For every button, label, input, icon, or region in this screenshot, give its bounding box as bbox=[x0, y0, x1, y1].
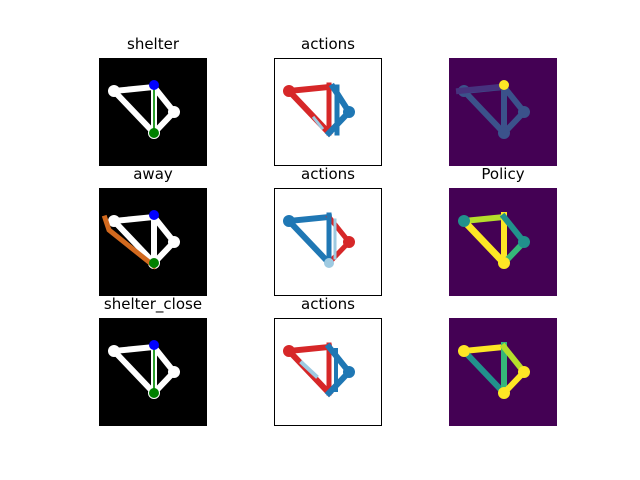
panel-actions bbox=[274, 188, 382, 296]
action-diag-light bbox=[299, 360, 319, 379]
panel-route bbox=[99, 318, 207, 426]
action-node-bottom bbox=[324, 258, 334, 268]
policy-node-right bbox=[518, 366, 530, 378]
action-diag-light bbox=[311, 115, 325, 131]
policy-node-bottom bbox=[498, 387, 510, 399]
action-node-right bbox=[343, 366, 355, 378]
goal-marker bbox=[149, 128, 159, 138]
policy-node-right bbox=[518, 236, 530, 248]
goal-marker bbox=[149, 258, 159, 268]
policy-top bbox=[460, 213, 508, 225]
panel-title: actions bbox=[301, 295, 355, 313]
maze-diag-edge bbox=[109, 86, 159, 138]
action-node-right bbox=[343, 106, 355, 118]
policy-diag-edge bbox=[459, 86, 509, 138]
maze-node-right bbox=[168, 366, 180, 378]
maze-diag-edge bbox=[109, 216, 159, 268]
panel-policy bbox=[449, 58, 557, 166]
action-node-left bbox=[283, 85, 295, 97]
panel-title: actions bbox=[301, 165, 355, 183]
panel-title: shelter bbox=[127, 35, 180, 53]
panel-policy bbox=[449, 188, 557, 296]
maze-node-left bbox=[108, 345, 120, 357]
panel-title: actions bbox=[301, 35, 355, 53]
panel-policy bbox=[449, 318, 557, 426]
maze-node-right bbox=[168, 106, 180, 118]
action-node-left bbox=[283, 215, 295, 227]
panel-actions bbox=[274, 318, 382, 426]
policy-node-left bbox=[458, 215, 470, 227]
policy-node-bottom bbox=[498, 257, 510, 269]
start-marker bbox=[149, 210, 159, 220]
policy-node-left bbox=[458, 345, 470, 357]
maze-node-left bbox=[108, 215, 120, 227]
maze-node-right bbox=[168, 236, 180, 248]
maze-top-edge bbox=[110, 213, 158, 225]
panel-route bbox=[99, 188, 207, 296]
policy-top-dark bbox=[455, 83, 503, 95]
start-marker bbox=[149, 340, 159, 350]
maze-top-edge bbox=[110, 83, 158, 95]
action-top bbox=[285, 343, 333, 355]
action-top bbox=[285, 83, 333, 95]
panel-route bbox=[99, 58, 207, 166]
action-diag bbox=[284, 86, 334, 138]
policy-peak bbox=[499, 80, 509, 90]
policy-diag bbox=[459, 346, 509, 398]
action-diag bbox=[284, 216, 334, 268]
maze-node-left bbox=[108, 85, 120, 97]
policy-diag bbox=[459, 216, 509, 268]
goal-marker bbox=[149, 388, 159, 398]
start-marker bbox=[149, 80, 159, 90]
policy-top bbox=[460, 343, 508, 355]
panel-title: Policy bbox=[481, 165, 524, 183]
action-node-left bbox=[283, 345, 295, 357]
panel-title: shelter_close bbox=[104, 295, 202, 314]
policy-node-right bbox=[518, 106, 530, 118]
panel-title: away bbox=[133, 165, 173, 183]
panel-actions bbox=[274, 58, 382, 166]
action-top bbox=[285, 213, 333, 225]
route-line bbox=[101, 214, 158, 270]
maze-diag-edge bbox=[109, 346, 159, 398]
maze-top-edge bbox=[110, 343, 158, 355]
action-node-right bbox=[343, 236, 355, 248]
policy-node-bottom bbox=[498, 127, 510, 139]
